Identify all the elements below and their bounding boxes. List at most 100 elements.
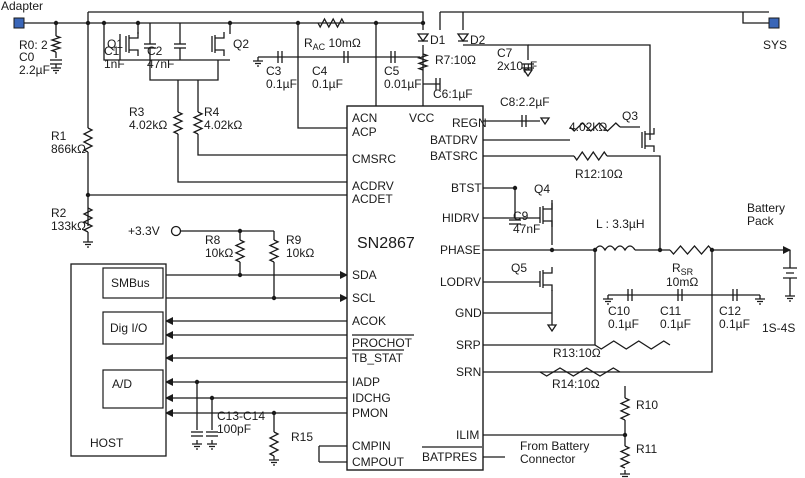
r1-resistor xyxy=(82,127,94,153)
pin-tb_stat: TB_STAT xyxy=(352,351,404,365)
host-ad-label: A/D xyxy=(112,377,132,391)
pin-prochot: PROCHOT xyxy=(352,336,413,350)
r2-resistor xyxy=(82,207,94,233)
pin-pmon: PMON xyxy=(352,406,388,420)
pin-srn: SRN xyxy=(456,365,481,379)
q4-mosfet xyxy=(539,203,553,227)
q1-label: Q1 xyxy=(107,37,123,51)
r13-resistor xyxy=(594,340,671,350)
rsr-label: RSR xyxy=(672,261,694,277)
v33-terminal xyxy=(170,225,182,237)
battery-symbol xyxy=(783,267,797,279)
junction-dot xyxy=(622,432,628,438)
l-label: L : 3.3µH xyxy=(596,217,645,231)
ground-symbol xyxy=(522,69,534,78)
ground-symbol xyxy=(546,324,558,333)
r15-label: R15 xyxy=(291,430,313,444)
ground-symbol xyxy=(539,117,551,126)
junction-dot xyxy=(85,20,91,26)
junction-dot xyxy=(549,247,555,253)
pin-sda: SDA xyxy=(352,268,377,282)
sys-terminal xyxy=(768,17,780,29)
pin-cmpout: CMPOUT xyxy=(352,455,405,469)
pin-acn: ACN xyxy=(352,111,377,125)
wire xyxy=(742,12,769,24)
ground-symbol xyxy=(603,295,613,305)
labels-layer: ACNACPCMSRCACDRVACDETSDASCLACOKPROCHOTTB… xyxy=(19,33,795,469)
host-digio-label: Dig I/O xyxy=(110,321,147,335)
adapter-terminal xyxy=(13,17,25,29)
c6-label: C6:1µF xyxy=(433,87,473,101)
junction-dot xyxy=(53,20,59,26)
wire xyxy=(149,60,219,81)
junction-dot xyxy=(512,185,518,191)
pin-iadp: IADP xyxy=(352,375,380,389)
junction-dot xyxy=(237,228,243,234)
wire-network xyxy=(24,11,791,463)
host-ad-block xyxy=(102,369,164,409)
r0-resistor xyxy=(49,35,63,53)
pin-vcc: VCC xyxy=(409,111,435,125)
inductor xyxy=(594,245,636,252)
junction-dot xyxy=(295,20,301,26)
wire xyxy=(607,155,661,250)
cells-label: 1S-4S xyxy=(762,321,795,335)
chip-body xyxy=(346,105,484,471)
r11-resistor xyxy=(619,445,631,469)
pin-acdet: ACDET xyxy=(352,192,393,206)
pin-gnd: GND xyxy=(455,306,482,320)
chip-name: SN2867 xyxy=(357,235,415,252)
wire xyxy=(528,44,651,140)
q2-mosfet xyxy=(211,32,225,56)
junction-dot xyxy=(194,379,200,385)
pin-srp: SRP xyxy=(456,338,481,352)
ground-symbol xyxy=(51,64,61,74)
r13-label: R13:10Ω xyxy=(553,346,601,360)
r9-resistor xyxy=(268,239,280,263)
pin-lodrv: LODRV xyxy=(440,275,481,289)
junction-dot xyxy=(85,192,91,198)
junction-dot xyxy=(271,295,277,301)
junction-dot xyxy=(373,20,379,26)
ground-symbol xyxy=(83,238,93,248)
r10-label: R10 xyxy=(636,398,658,412)
junction-dot xyxy=(420,20,426,26)
pin-scl: SCL xyxy=(352,291,376,305)
v33-label: +3.3V xyxy=(128,224,160,238)
junction-dot xyxy=(135,20,141,26)
c8-label: C8:2.2µF xyxy=(500,95,550,109)
wire xyxy=(483,250,713,373)
r10-resistor xyxy=(619,397,631,421)
pin-regn: REGN xyxy=(452,116,487,130)
ground-symbol xyxy=(253,57,263,67)
ground-symbol xyxy=(269,456,279,466)
pin-hidrv: HIDRV xyxy=(442,211,479,225)
wire xyxy=(197,134,347,156)
q3-mosfet xyxy=(641,128,655,152)
d1-diode xyxy=(416,33,430,43)
rsr-value-label: 10mΩ xyxy=(666,275,698,289)
ground-symbol xyxy=(785,292,795,302)
r_q3-label: 4.02kΩ xyxy=(569,120,607,134)
wire xyxy=(483,187,516,218)
r11-label: R11 xyxy=(636,442,657,456)
host-digio-block xyxy=(102,311,164,345)
r12-resistor xyxy=(573,150,608,162)
r4-resistor xyxy=(192,111,204,135)
